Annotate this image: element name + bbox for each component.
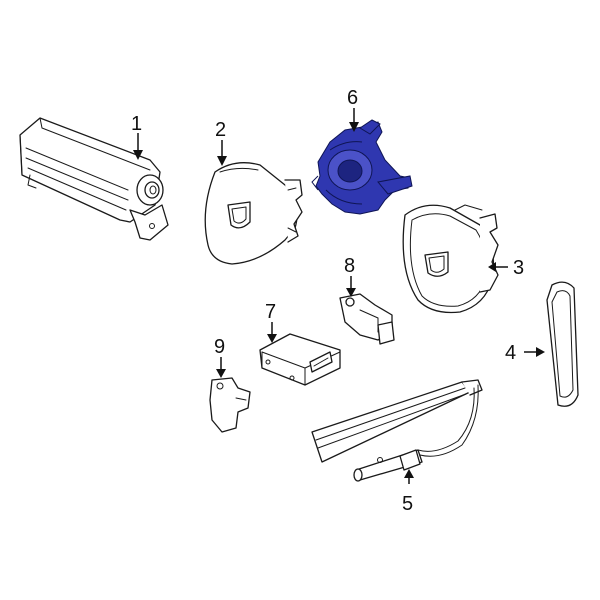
part-6-clock-spring[interactable] [311, 119, 413, 215]
callout-9: 9 [214, 336, 226, 378]
callout-number: 4 [505, 342, 516, 364]
part-7-airbag-control-module[interactable] [259, 333, 341, 386]
callout-number: 5 [402, 493, 413, 515]
callout-number: 6 [347, 87, 358, 109]
part-8-impact-sensor[interactable] [339, 293, 395, 345]
callout-7: 7 [265, 301, 277, 343]
callout-8: 8 [344, 255, 356, 297]
clock-spring-icon [311, 119, 413, 215]
steering-wheel-airbag-icon [204, 162, 303, 265]
side-curtain-airbag-icon [546, 281, 579, 407]
callout-number: 7 [265, 301, 276, 323]
callout-number: 3 [513, 257, 524, 279]
callout-5: 5 [402, 469, 414, 515]
impact-sensor-icon [339, 293, 395, 345]
callout-3: 3 [488, 257, 524, 279]
curtain-airbag-inflator-icon [311, 379, 483, 482]
mounting-bracket-icon [209, 377, 251, 433]
part-9-mounting-bracket[interactable] [209, 377, 251, 433]
callout-number: 1 [131, 113, 142, 135]
callout-number: 2 [215, 119, 226, 141]
callout-number: 9 [214, 336, 225, 358]
callout-1: 1 [131, 113, 143, 160]
callout-2: 2 [215, 119, 227, 166]
part-2-steering-wheel-airbag[interactable] [204, 162, 303, 265]
passenger-airbag-cover-icon [402, 204, 499, 314]
part-1-airbag-module[interactable] [19, 117, 169, 241]
airbag-control-module-icon [259, 333, 341, 386]
callout-6: 6 [347, 87, 359, 132]
callout-number: 8 [344, 255, 355, 277]
airbag-module-icon [19, 117, 169, 241]
part-5-curtain-airbag-inflator[interactable] [311, 379, 483, 482]
part-4-side-curtain-airbag[interactable] [546, 281, 579, 407]
callout-4: 4 [505, 342, 545, 364]
part-3-passenger-airbag-cover[interactable] [402, 204, 499, 314]
